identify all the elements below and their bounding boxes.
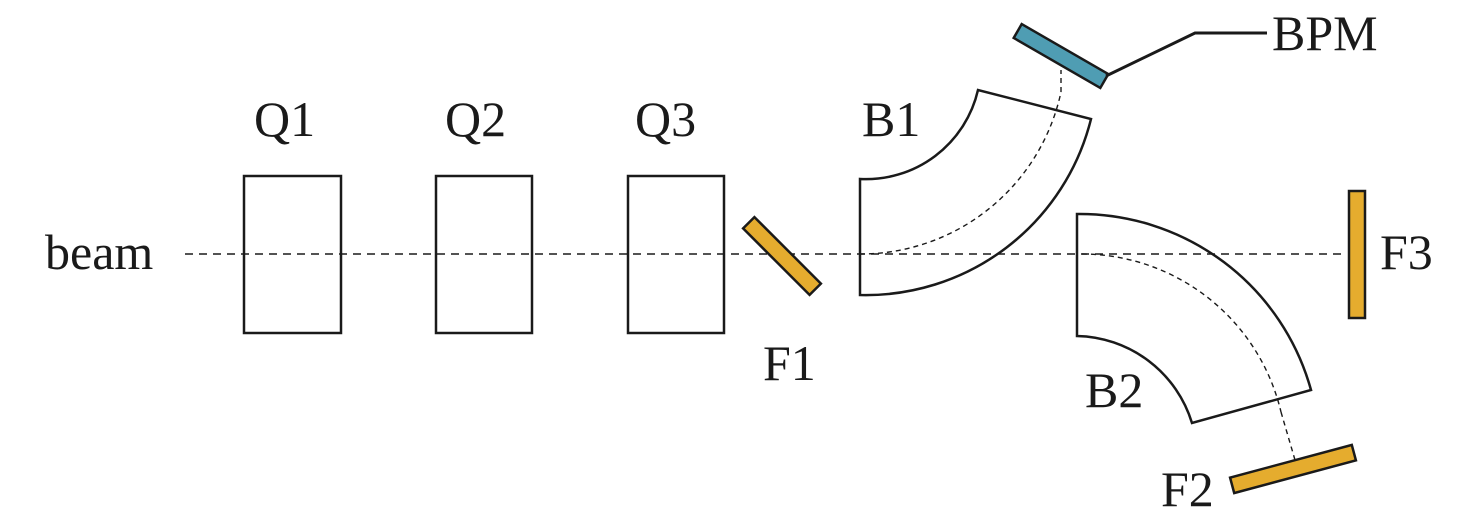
quadrupole-q1 [242, 174, 343, 335]
label-q1: Q1 [254, 91, 315, 147]
quadrupole-q2 [434, 174, 534, 335]
b1-beam-path [859, 91, 1062, 255]
b2-exit-path [1280, 411, 1296, 461]
bpm-monitor [1011, 22, 1111, 90]
quadrupole-q3 [626, 174, 726, 335]
label-beam: beam [45, 224, 153, 280]
label-bpm: BPM [1272, 5, 1378, 61]
bpm-leader-line [1105, 31, 1267, 78]
label-f1: F1 [763, 335, 816, 391]
screen-f3 [1347, 189, 1367, 320]
dipole-b2 [1075, 212, 1313, 425]
label-q2: Q2 [445, 91, 506, 147]
label-b1: B1 [862, 91, 920, 147]
label-f3: F3 [1380, 224, 1433, 280]
label-f2: F2 [1161, 461, 1214, 517]
screen-f2 [1228, 443, 1358, 495]
label-b2: B2 [1085, 362, 1143, 418]
b2-beam-path [1081, 253, 1282, 413]
label-q3: Q3 [635, 91, 696, 147]
dipole-b1 [858, 88, 1093, 297]
screen-f1 [741, 215, 823, 297]
